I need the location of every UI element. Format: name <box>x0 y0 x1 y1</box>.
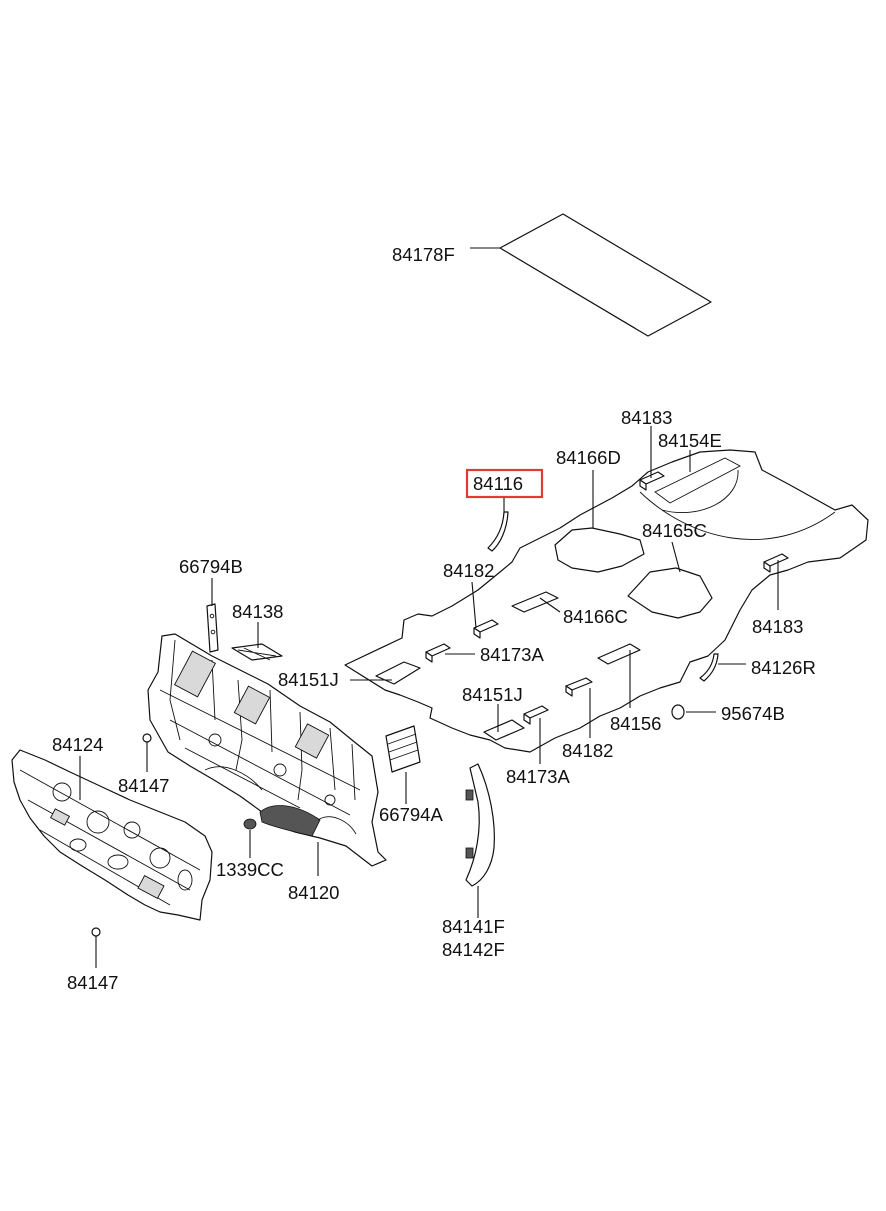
part-84151J-left-pad <box>375 661 421 685</box>
label-84178F[interactable]: 84178F <box>392 244 455 265</box>
part-84183-block-top <box>639 471 665 491</box>
part-84165C-pad <box>627 567 713 619</box>
label-84173A-top[interactable]: 84173A <box>480 644 544 665</box>
part-84173A-block-bottom <box>523 705 549 725</box>
part-84183-block-right <box>763 553 789 573</box>
highlight-box-84116 <box>465 468 544 499</box>
label-84138[interactable]: 84138 <box>232 601 283 622</box>
label-95674B[interactable]: 95674B <box>721 703 785 724</box>
part-95674B-grommet <box>671 704 685 720</box>
part-84178F-mat <box>499 213 712 337</box>
label-84173A-bottom[interactable]: 84173A <box>506 766 570 787</box>
part-84141F-side-trim <box>465 763 495 887</box>
label-84166C[interactable]: 84166C <box>563 606 628 627</box>
part-84124-dash-panel <box>11 749 213 921</box>
label-84142F[interactable]: 84142F <box>442 939 505 960</box>
part-66794A-bracket <box>385 725 421 773</box>
label-84141F[interactable]: 84141F <box>442 916 505 937</box>
part-84173A-block-top <box>425 643 451 663</box>
label-1339CC[interactable]: 1339CC <box>216 859 284 880</box>
part-84147-clip-bottom <box>91 927 101 937</box>
part-84166C-pad <box>511 591 559 613</box>
label-84182-top[interactable]: 84182 <box>443 560 494 581</box>
label-66794B[interactable]: 66794B <box>179 556 243 577</box>
label-84182-bottom[interactable]: 84182 <box>562 740 613 761</box>
leader-lines <box>79 426 779 968</box>
label-84154E[interactable]: 84154E <box>658 430 722 451</box>
part-84151J-mid-pad <box>483 719 525 741</box>
label-84116[interactable]: 84116 <box>473 473 523 494</box>
label-84165C[interactable]: 84165C <box>642 520 707 541</box>
part-66794B-bracket <box>206 603 219 653</box>
part-84182-block-top <box>473 619 499 639</box>
part-floor-carpet <box>344 449 869 753</box>
label-84147-mid[interactable]: 84147 <box>118 775 169 796</box>
label-84183-right[interactable]: 84183 <box>752 616 803 637</box>
part-84154E-pad <box>654 457 741 504</box>
part-84182-block-bottom <box>565 677 593 697</box>
part-84147-clip-mid <box>142 733 152 743</box>
label-84183-top[interactable]: 84183 <box>621 407 672 428</box>
part-84126R-strip <box>699 653 719 682</box>
label-84147-bottom[interactable]: 84147 <box>67 972 118 993</box>
label-84126R[interactable]: 84126R <box>751 657 816 678</box>
label-84151J-left[interactable]: 84151J <box>278 669 339 690</box>
part-84120-dash-insulator <box>147 633 387 867</box>
part-84166D-pad <box>554 527 645 573</box>
label-84151J-mid[interactable]: 84151J <box>462 684 523 705</box>
label-84156[interactable]: 84156 <box>610 713 661 734</box>
part-84116-strip <box>487 511 509 552</box>
part-1339CC-clip <box>243 818 257 830</box>
part-84156-pad <box>597 643 641 665</box>
label-66794A[interactable]: 66794A <box>379 804 443 825</box>
label-84166D[interactable]: 84166D <box>556 447 621 468</box>
part-84138-pad <box>231 643 283 661</box>
label-84124[interactable]: 84124 <box>52 734 103 755</box>
label-84120[interactable]: 84120 <box>288 882 339 903</box>
